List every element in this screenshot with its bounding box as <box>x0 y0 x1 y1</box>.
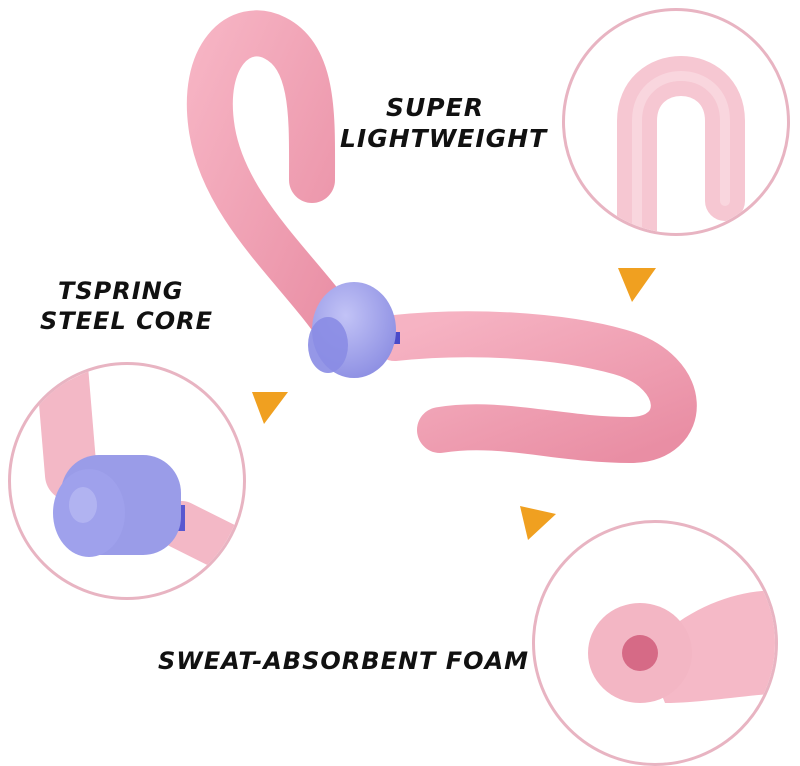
foam-closeup <box>588 590 775 703</box>
label-tspring-steel-core: TSPRING STEEL CORE <box>40 276 213 336</box>
label-tspring-line1: TSPRING <box>58 277 184 305</box>
pointer-arrow-lightweight <box>618 268 656 302</box>
label-super-line2: LIGHTWEIGHT <box>340 124 548 154</box>
pointer-arrow-core <box>252 392 288 424</box>
detail-bubble-lightweight <box>562 8 790 236</box>
detail-bubble-foam <box>532 520 778 766</box>
label-sweat-absorbent-foam: SWEAT-ABSORBENT FOAM <box>158 646 529 676</box>
label-super-lightweight: SUPER LIGHTWEIGHT <box>340 92 547 155</box>
purple-hub <box>308 282 396 378</box>
lower-foam-arm <box>372 311 697 464</box>
detail-bubble-steel-core <box>8 362 246 600</box>
steel-core-closeup <box>35 365 243 583</box>
upper-foam-arm <box>186 10 363 353</box>
label-foam-text: SWEAT-ABSORBENT FOAM <box>158 647 530 675</box>
label-super-line1: SUPER <box>386 93 484 122</box>
lightweight-closeup <box>617 56 745 233</box>
label-tspring-line2: STEEL CORE <box>40 307 213 335</box>
pointer-arrow-foam <box>520 506 556 540</box>
